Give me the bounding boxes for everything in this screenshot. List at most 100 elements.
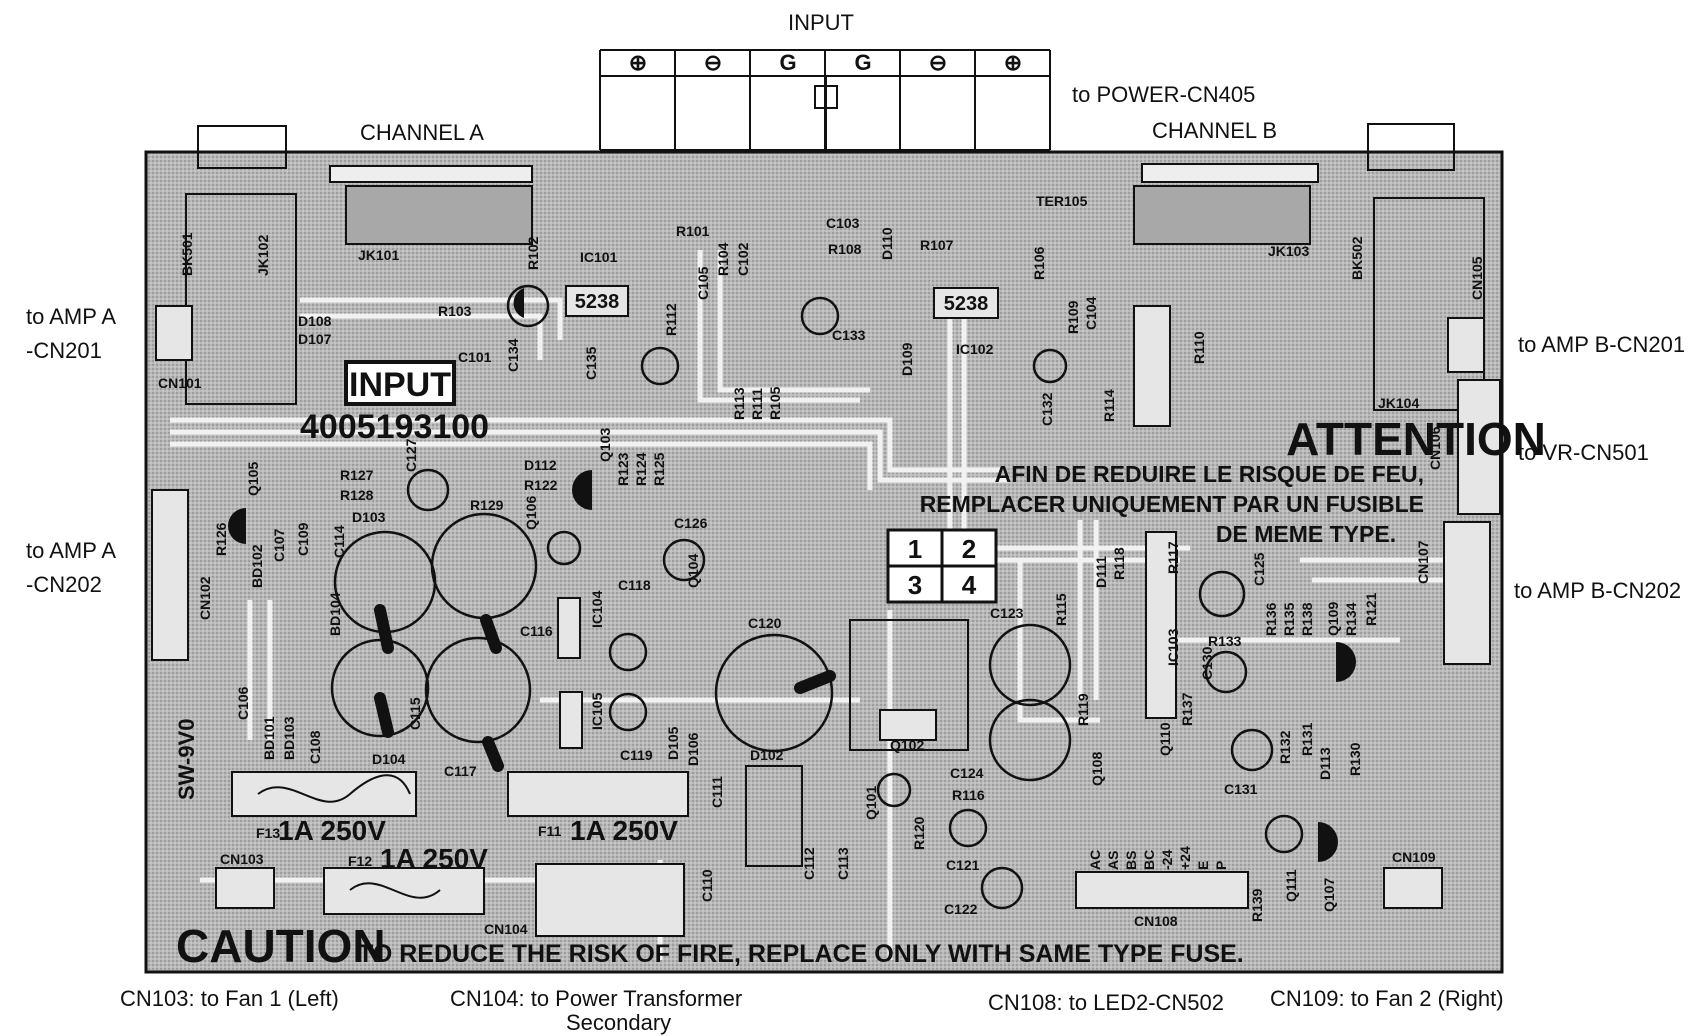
amp-a-cn202-label-2: -CN202 xyxy=(26,572,102,597)
c120-label: C120 xyxy=(748,615,782,631)
c123-label: C123 xyxy=(990,605,1024,621)
ic105-label: IC105 xyxy=(589,692,605,730)
c118-label: C118 xyxy=(618,577,651,593)
bd104-label: BD104 xyxy=(327,592,343,636)
q105-label: Q105 xyxy=(245,462,261,496)
d109-label: D109 xyxy=(899,342,915,376)
jk101-label: JK101 xyxy=(358,247,399,263)
c126-label: C126 xyxy=(674,515,708,531)
r135-label: R135 xyxy=(1281,602,1297,636)
terminal-3: G xyxy=(779,50,796,75)
q102-label: Q102 xyxy=(890,737,924,753)
to-power-label: to POWER-CN405 xyxy=(1072,82,1256,107)
vr-cn501-label: to VR-CN501 xyxy=(1518,440,1649,465)
d105-label: D105 xyxy=(665,726,681,760)
r109-label: R109 xyxy=(1065,300,1081,334)
ic102-label: IC102 xyxy=(956,341,994,357)
c130-label: C130 xyxy=(1199,646,1215,680)
r139-label: R139 xyxy=(1249,888,1265,922)
cn103-label: CN103 xyxy=(220,851,264,867)
q111-label: Q111 xyxy=(1283,869,1299,902)
grid-1: 1 xyxy=(908,534,922,564)
c114-label: C114 xyxy=(331,525,347,558)
r132-label: R132 xyxy=(1277,730,1293,764)
bk501-label: BK501 xyxy=(179,232,195,276)
c132-label: C132 xyxy=(1039,392,1055,426)
c135-label: C135 xyxy=(583,346,599,380)
r123-label: R123 xyxy=(615,452,631,486)
jk103-label: JK103 xyxy=(1268,243,1309,259)
cn108-pin-p: P xyxy=(1213,861,1229,870)
r119-label: R119 xyxy=(1075,693,1091,726)
r134-label: R134 xyxy=(1343,602,1359,636)
r124-label: R124 xyxy=(633,452,649,486)
c117-label: C117 xyxy=(444,763,477,779)
caution-word: CAUTION xyxy=(176,920,386,972)
d113-label: D113 xyxy=(1317,747,1333,780)
caution-text: TO REDUCE THE RISK OF FIRE, REPLACE ONLY… xyxy=(358,940,1244,968)
channel-b-label: CHANNEL B xyxy=(1152,118,1278,143)
amp-a-cn202-label-1: to AMP A xyxy=(26,538,117,563)
d108-label: D108 xyxy=(298,313,332,329)
terminal-6: ⊕ xyxy=(1004,50,1022,75)
r136-label: R136 xyxy=(1263,602,1279,636)
jk104-label: JK104 xyxy=(1378,395,1419,411)
r133-label: R133 xyxy=(1208,633,1242,649)
fuse-wires xyxy=(257,774,441,899)
cn101-label: CN101 xyxy=(158,375,202,391)
board-input-label: INPUT xyxy=(349,366,451,404)
c108-label: C108 xyxy=(307,730,323,764)
f11-label: F11 xyxy=(538,823,562,839)
cn107-label: CN107 xyxy=(1415,540,1431,584)
bd103-label: BD103 xyxy=(281,716,297,760)
d106-label: D106 xyxy=(685,732,701,766)
r106-label: R106 xyxy=(1031,246,1047,280)
r137-label: R137 xyxy=(1179,692,1195,726)
ic-right-label: 5238 xyxy=(944,293,989,315)
cn108-pin-m24: -24 xyxy=(1159,850,1175,870)
cn104-label: CN104 xyxy=(484,921,528,937)
r131-label: R131 xyxy=(1299,722,1315,756)
attention-title: ATTENTION xyxy=(1286,413,1546,465)
c103-label: C103 xyxy=(826,215,860,231)
cn109-caption: CN109: to Fan 2 (Right) xyxy=(1270,986,1504,1011)
input-title: INPUT xyxy=(788,10,854,35)
terminal-5: ⊖ xyxy=(929,50,947,75)
q109-label: Q109 xyxy=(1325,602,1341,636)
bk502-label: BK502 xyxy=(1349,236,1365,280)
attention-line-3: DE MEME TYPE. xyxy=(1216,521,1396,547)
r128-label: R128 xyxy=(340,487,374,503)
ic103-label: IC103 xyxy=(1165,628,1181,666)
cn108-pin-e: E xyxy=(1195,861,1211,870)
r138-label: R138 xyxy=(1299,602,1315,636)
fuse-f13-rating: 1A 250V xyxy=(278,815,386,846)
c121-label: C121 xyxy=(946,857,980,873)
d111-label: D111 xyxy=(1093,556,1109,588)
q108-label: Q108 xyxy=(1089,752,1105,786)
ic101-label: IC101 xyxy=(580,249,618,265)
r116-label: R116 xyxy=(952,787,985,803)
cn105-label: CN105 xyxy=(1469,256,1485,300)
r105-label: R105 xyxy=(767,386,783,420)
input-terminal-block xyxy=(599,49,1051,151)
bd101-label: BD101 xyxy=(261,716,277,760)
amp-a-cn201-label-2: -CN201 xyxy=(26,338,102,363)
c134-label: C134 xyxy=(505,338,521,372)
c104-label: C104 xyxy=(1083,296,1099,330)
grid-2: 2 xyxy=(962,534,976,564)
cn104-caption-2: Secondary xyxy=(566,1010,672,1035)
d107-label: D107 xyxy=(298,331,332,347)
c115-label: C115 xyxy=(407,697,423,730)
c109-label: C109 xyxy=(295,522,311,556)
c110-label: C110 xyxy=(699,869,715,902)
r120-label: R120 xyxy=(911,816,927,850)
fuse-f12-rating: 1A 250V xyxy=(380,843,488,874)
cn108-caption: CN108: to LED2-CN502 xyxy=(988,990,1225,1015)
cn108-label: CN108 xyxy=(1134,913,1178,929)
c122-label: C122 xyxy=(944,901,978,917)
attention-line-1: AFIN DE REDUIRE LE RISQUE DE FEU, xyxy=(995,461,1424,487)
r114-label: R114 xyxy=(1101,389,1117,422)
c107-label: C107 xyxy=(271,528,287,562)
c127-label: C127 xyxy=(403,438,419,472)
c111-label: C111 xyxy=(709,776,725,808)
